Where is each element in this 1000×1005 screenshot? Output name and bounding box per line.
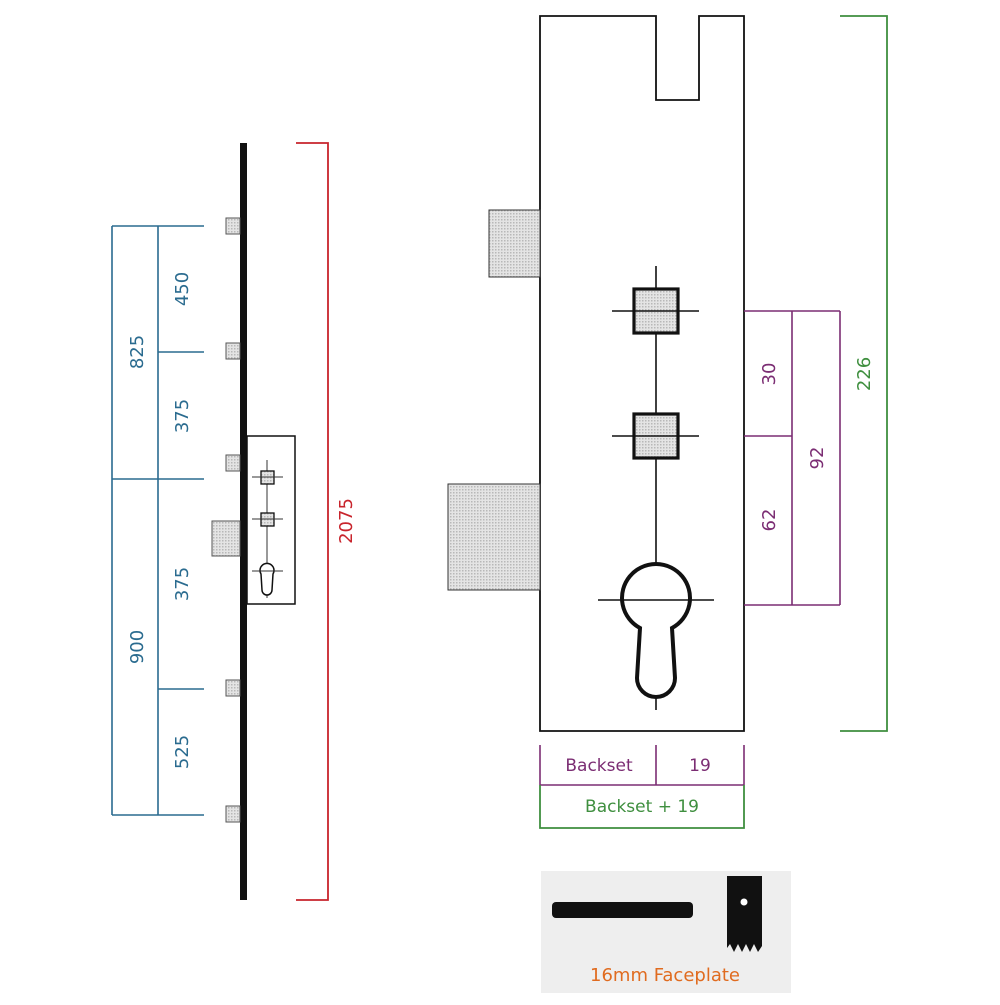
green-height-bracket xyxy=(840,15,888,732)
faceplate-bar-icon xyxy=(552,902,693,918)
hook-bolt-2 xyxy=(225,342,241,360)
side-faceplate-bar xyxy=(240,143,247,900)
hook-bolt-5 xyxy=(225,805,241,823)
side-view: 825 900 450 375 375 525 2075 xyxy=(111,142,357,901)
hook-bolt-1 xyxy=(225,217,241,235)
dim-upper-total: 825 xyxy=(127,335,148,369)
green-backset-bracket xyxy=(539,785,745,829)
front-latch xyxy=(447,483,541,591)
purple-dimensions-right xyxy=(744,310,841,606)
dim-overall-length: 2075 xyxy=(336,498,357,544)
dim-seg2: 375 xyxy=(172,399,193,433)
red-dimension xyxy=(296,142,329,901)
faceplate-panel: 16mm Faceplate xyxy=(541,871,791,993)
side-latch xyxy=(211,520,241,557)
faceplate-label: 16mm Faceplate xyxy=(590,965,740,986)
lock-case xyxy=(539,15,745,732)
hook-bolt-4 xyxy=(225,679,241,697)
faceplate-profile-icon xyxy=(727,876,762,952)
dim-case-height: 226 xyxy=(854,357,875,391)
side-cylinder-icon xyxy=(259,562,275,596)
dim-spindle-total: 92 xyxy=(807,447,828,470)
purple-dimensions-bottom xyxy=(539,745,745,786)
dim-seg3: 375 xyxy=(172,567,193,601)
hook-bolt-3 xyxy=(225,454,241,472)
dim-lower-total: 900 xyxy=(127,630,148,664)
dim-spindle-cylinder: 62 xyxy=(759,509,780,532)
dim-seg4: 525 xyxy=(172,735,193,769)
dim-backset-plus-19: Backset + 19 xyxy=(585,797,699,817)
dim-backset: Backset xyxy=(565,756,633,776)
front-hook-tab xyxy=(488,209,541,278)
dim-seg1: 450 xyxy=(172,272,193,306)
dim-faceplate-19: 19 xyxy=(689,756,711,776)
dim-spindle-gap: 30 xyxy=(759,363,780,386)
front-view: 30 62 92 226 Backset 19 Backset + 19 xyxy=(447,15,888,829)
blue-dimensions xyxy=(111,225,204,816)
euro-cylinder-icon xyxy=(620,562,692,699)
